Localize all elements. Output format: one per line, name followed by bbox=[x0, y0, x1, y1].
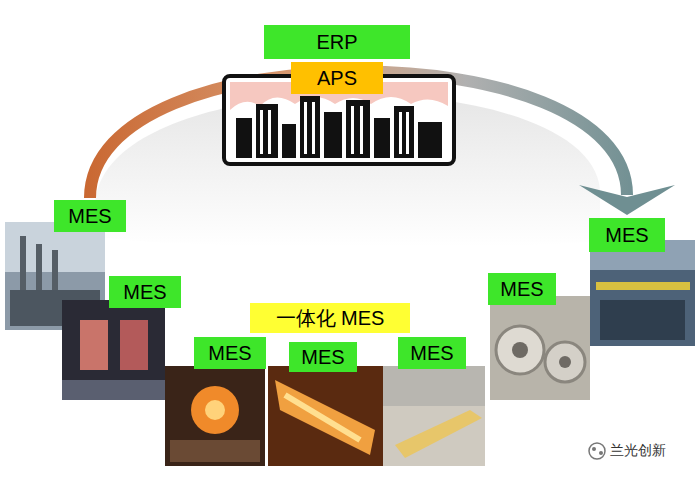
coil-photo bbox=[490, 296, 590, 400]
box-label: MES bbox=[410, 342, 453, 364]
arc-shade bbox=[95, 94, 600, 247]
mes-box: MES bbox=[589, 218, 665, 252]
integrated-mes-box: 一体化 MES bbox=[250, 303, 410, 333]
box-label: MES bbox=[500, 278, 543, 300]
watermark: 兰光创新 bbox=[610, 442, 666, 460]
system-box: ERP bbox=[264, 25, 410, 59]
mes-box: MES bbox=[289, 342, 357, 372]
mes-box: MES bbox=[488, 273, 556, 305]
box-label: MES bbox=[605, 224, 648, 246]
box-label: MES bbox=[301, 346, 344, 368]
box-label: 一体化 MES bbox=[276, 307, 385, 329]
box-label: MES bbox=[123, 281, 166, 303]
factory-photo bbox=[590, 240, 695, 346]
box-label: ERP bbox=[316, 31, 357, 53]
mes-box: MES bbox=[398, 337, 466, 369]
rolling-photo bbox=[383, 366, 485, 466]
furnace-photo bbox=[62, 300, 165, 400]
system-box: APS bbox=[291, 62, 383, 94]
casting-photo bbox=[268, 366, 383, 466]
box-label: MES bbox=[208, 342, 251, 364]
arrow-head bbox=[579, 185, 675, 215]
box-label: APS bbox=[317, 67, 357, 89]
box-label: MES bbox=[68, 205, 111, 227]
mes-box: MES bbox=[54, 200, 126, 232]
wechat-icon bbox=[589, 443, 605, 459]
mes-box: MES bbox=[194, 337, 266, 369]
smelting-photo bbox=[165, 366, 265, 466]
mes-box: MES bbox=[109, 276, 181, 308]
